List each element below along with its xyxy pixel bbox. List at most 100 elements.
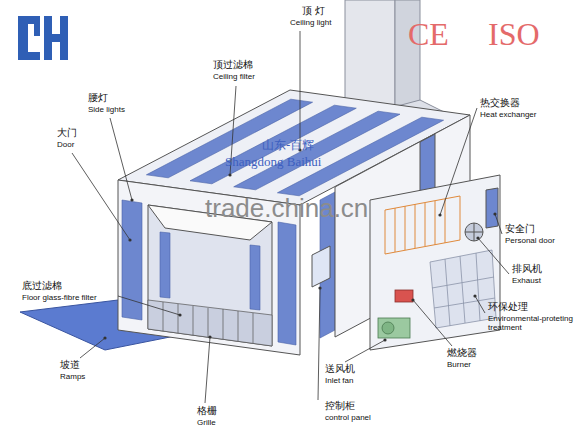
company-logo	[28, 16, 40, 24]
leader-dot	[103, 148, 496, 341]
company-logo	[18, 16, 28, 60]
filter-panel	[434, 298, 495, 308]
part-label-cn: 热交换器	[480, 97, 520, 109]
part-label-en: Door	[57, 140, 74, 149]
inlet-fan-unit	[382, 322, 394, 334]
leader-line	[440, 108, 477, 215]
leader-line	[118, 296, 180, 315]
plant-room	[370, 175, 500, 350]
control-cabinet	[312, 246, 330, 287]
certification-mark: CE	[408, 16, 449, 53]
watermark: Shangdong Baihui	[225, 155, 321, 170]
part-label-cn: 顶过滤棉	[213, 59, 253, 71]
part-label-cn: 腰灯	[88, 92, 108, 104]
leader-dot	[476, 236, 479, 239]
heat-exchanger	[425, 203, 426, 246]
part-label-cn: 燃烧器	[447, 347, 477, 359]
leader-dot	[438, 213, 441, 216]
part-label-en: Ramps	[60, 372, 85, 381]
part-label-cn: 控制柜	[325, 400, 355, 412]
part-label-cn: 格栅	[197, 405, 217, 417]
part-label-cn: 安全门	[505, 223, 535, 235]
company-logo	[60, 16, 68, 60]
leader-dot	[411, 298, 414, 301]
exhaust-fan	[465, 223, 483, 241]
leader-line	[318, 288, 320, 400]
part-label-en: Inlet fan	[325, 376, 353, 385]
heat-exchanger	[385, 196, 460, 254]
side-light-panel	[278, 222, 296, 345]
leader-dot	[130, 198, 133, 201]
heat-exchanger	[445, 199, 446, 243]
floor-grille	[208, 308, 209, 337]
filter-panel	[430, 250, 496, 328]
leader-line	[345, 340, 385, 362]
side-light-panel	[250, 245, 260, 310]
part-label-cn: 送风机	[325, 363, 355, 375]
leader-line	[413, 300, 452, 346]
burner-unit	[395, 290, 413, 302]
part-label-cn: 排风机	[512, 263, 542, 275]
booth-front-wall	[148, 205, 272, 346]
exhaust-fan	[474, 223, 475, 241]
company-logo	[18, 16, 68, 60]
part-label-en: Burner	[447, 360, 471, 369]
leader-dot	[103, 336, 106, 339]
heat-exchanger	[415, 204, 416, 248]
floor-grille	[163, 302, 164, 331]
floor-grille	[253, 313, 254, 343]
heat-exchanger	[435, 201, 436, 245]
leader-dot	[493, 212, 496, 215]
part-label-cn: 顶 灯	[302, 5, 325, 17]
plant-room	[370, 175, 500, 350]
leader-dot	[383, 338, 386, 341]
part-label-en: Side lights	[88, 105, 125, 114]
leader-dot	[128, 238, 131, 241]
inlet-fan-unit	[378, 318, 410, 338]
personal-door	[486, 188, 498, 228]
leader-dot	[228, 173, 231, 176]
filter-panel	[430, 250, 496, 328]
leader-line	[300, 31, 301, 150]
certification-mark: ISO	[488, 16, 540, 53]
part-label-en: Grille	[197, 418, 216, 427]
burner-unit	[395, 290, 413, 302]
leader-dot	[208, 335, 211, 338]
part-label-en: Environmental-proteting treatment	[488, 314, 582, 332]
part-label-cn: 坡道	[60, 359, 80, 371]
side-light-panel	[160, 232, 170, 298]
control-cabinet	[312, 246, 330, 287]
leader-line	[80, 338, 105, 358]
company-logo	[28, 52, 40, 60]
part-label-cn: 底过滤棉	[22, 280, 62, 292]
leader-line	[110, 118, 132, 200]
floor-grille	[238, 311, 239, 341]
part-label-en: control panel	[325, 413, 371, 422]
personal-door	[486, 188, 498, 228]
leader-dot	[178, 313, 181, 316]
leader-dot	[473, 294, 476, 297]
filter-panel	[476, 253, 480, 321]
leader-line	[72, 153, 130, 240]
floor-grille	[223, 309, 224, 339]
exhaust-fan	[465, 223, 483, 241]
part-label-en: Floor glass-fibre filter	[22, 293, 97, 302]
leader-line	[205, 337, 210, 403]
watermark: 山东-百辉	[262, 139, 314, 153]
company-logo	[44, 16, 52, 60]
leader-line	[72, 31, 509, 403]
watermark: trade.china.cn	[205, 194, 368, 224]
filter-panel	[460, 256, 465, 323]
leader-line	[478, 238, 509, 274]
part-label-en: Ceiling filter	[213, 72, 255, 81]
part-label-en: Exhaust	[512, 276, 541, 285]
heat-exchanger	[395, 208, 396, 252]
leader-dot	[318, 286, 321, 289]
filter-panel	[432, 277, 494, 288]
floor-grille	[178, 304, 179, 333]
company-logo	[52, 34, 60, 42]
part-label-en: Ceiling light	[290, 18, 331, 27]
part-label-cn: 大门	[57, 127, 77, 139]
leader-line	[495, 214, 502, 234]
